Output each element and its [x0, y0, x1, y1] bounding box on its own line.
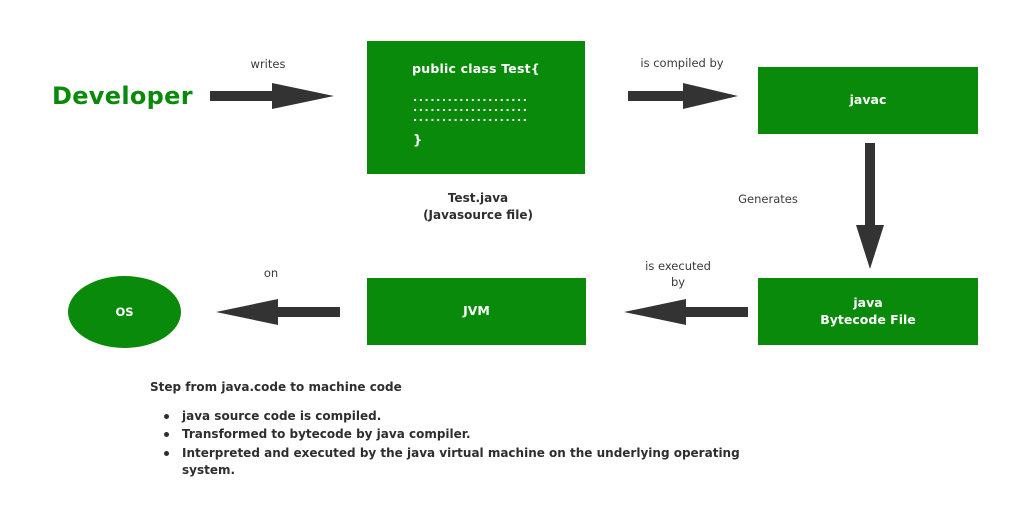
list-item: java source code is compiled.	[150, 408, 742, 425]
list-item: Transformed to bytecode by java compiler…	[150, 426, 742, 443]
source-code-closing-brace: }	[413, 133, 423, 149]
bytecode-box: java Bytecode File	[758, 278, 978, 345]
developer-label: Developer	[52, 82, 193, 110]
arrow-on	[216, 299, 340, 325]
edge-label-on: on	[263, 266, 279, 280]
jvm-box: JVM	[367, 278, 586, 345]
notes-list: java source code is compiled. Transforme…	[150, 408, 850, 480]
edge-label-is-executed-by: is executed by	[645, 259, 711, 289]
source-code-box: public class Test{ .................... …	[367, 41, 585, 174]
list-item: Interpreted and executed by the java vir…	[150, 445, 742, 480]
os-ellipse: OS	[68, 276, 181, 348]
arrow-generates	[856, 143, 884, 269]
source-file-name: Test.java	[447, 191, 509, 205]
edge-label-is-compiled-by: is compiled by	[640, 56, 724, 70]
os-label: OS	[115, 305, 134, 319]
bytecode-label-line1: java	[853, 295, 883, 311]
edge-label-writes: writes	[250, 57, 286, 71]
jvm-label: JVM	[463, 303, 490, 319]
source-code-dot-line-3: ....................	[413, 113, 529, 124]
notes-title: Step from java.code to machine code	[150, 380, 402, 394]
source-code-class-line: public class Test{	[412, 61, 540, 76]
notes-block: Step from java.code to machine code java…	[150, 380, 850, 481]
arrow-is-executed-by	[624, 299, 748, 325]
source-code-dot-line-1: ....................	[413, 93, 529, 104]
arrow-writes	[210, 83, 334, 109]
source-file-caption: Test.java (Javasource file)	[398, 190, 558, 225]
arrow-is-compiled-by	[628, 83, 738, 109]
source-code-dot-lines: .................... ...................…	[367, 93, 585, 123]
edge-label-generates: Generates	[738, 192, 798, 206]
javac-label: javac	[849, 92, 887, 108]
bytecode-label-line2: Bytecode File	[820, 311, 916, 327]
source-file-type: (Javasource file)	[423, 208, 533, 223]
source-code-dot-line-2: ....................	[413, 103, 529, 114]
javac-box: javac	[758, 67, 978, 134]
